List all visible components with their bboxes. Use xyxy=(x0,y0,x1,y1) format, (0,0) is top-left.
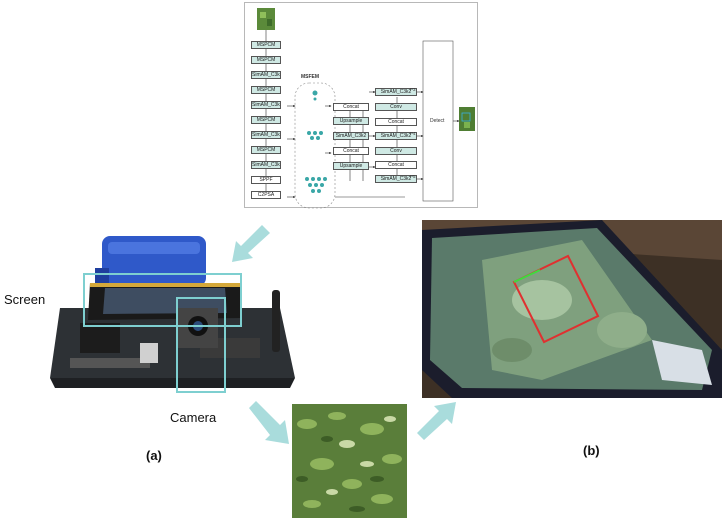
arrow-board-to-leaves xyxy=(249,401,289,444)
panel-b-label: (b) xyxy=(583,443,600,458)
fpga-board-photo xyxy=(50,228,310,398)
detection-result-photo xyxy=(422,220,722,398)
panel-a-label: (a) xyxy=(146,448,162,463)
arrow-leaves-to-result xyxy=(417,402,456,440)
screen-label: Screen xyxy=(4,292,45,307)
tomato-leaves-photo xyxy=(292,404,407,518)
camera-label: Camera xyxy=(170,410,216,425)
